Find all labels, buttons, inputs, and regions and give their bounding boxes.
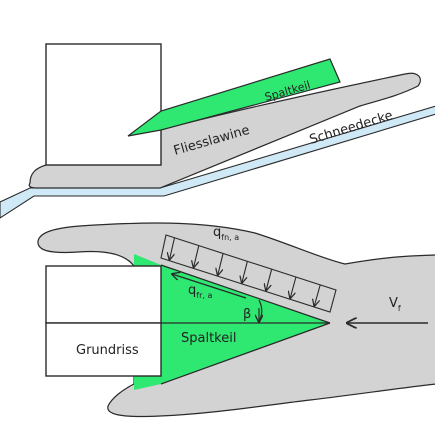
normal-load-arrow-icon	[194, 245, 200, 268]
angle-label: β	[243, 307, 251, 322]
normal-load-block	[160, 234, 337, 313]
wedge-upper-edge	[160, 264, 331, 324]
velocity-symbol: V	[389, 296, 398, 311]
normal-load-arrow-icon	[314, 284, 321, 306]
velocity-label: Vf	[389, 296, 401, 313]
building-plan-upper	[45, 265, 162, 324]
normal-load-arrow-icon	[242, 261, 248, 283]
normal-load-arrow-icon	[169, 237, 176, 260]
normal-load-arrow-icon	[266, 269, 273, 290]
splitting-wedge-section	[127, 58, 341, 137]
wedge-label-plan: Spaltkeil	[181, 331, 236, 346]
friction-load-label: qfr, a	[188, 283, 212, 300]
building-plan-lower	[45, 322, 162, 377]
friction-arrow-icon	[172, 274, 247, 299]
normal-load-arrows	[169, 237, 321, 306]
plan-view: Grundriss Spaltkeil β qfn, a qfr, a Vf	[37, 222, 435, 418]
normal-load-arrow-icon	[290, 276, 297, 298]
building-section	[45, 43, 162, 166]
normal-load-symbol: q	[213, 225, 221, 240]
normal-load-subscript: fn, a	[221, 233, 239, 242]
plan-label: Grundriss	[76, 343, 139, 358]
section-view: Spaltkeil Fliesslawine Schneedecke	[0, 43, 435, 219]
splitting-wedge-plan	[134, 254, 330, 390]
velocity-subscript: f	[398, 304, 401, 313]
wedge-lower-edge	[160, 322, 331, 385]
friction-load-symbol: q	[188, 283, 196, 298]
friction-load-subscript: fr, a	[196, 291, 212, 300]
normal-load-label: qfn, a	[213, 225, 239, 242]
normal-load-arrow-icon	[218, 253, 224, 275]
